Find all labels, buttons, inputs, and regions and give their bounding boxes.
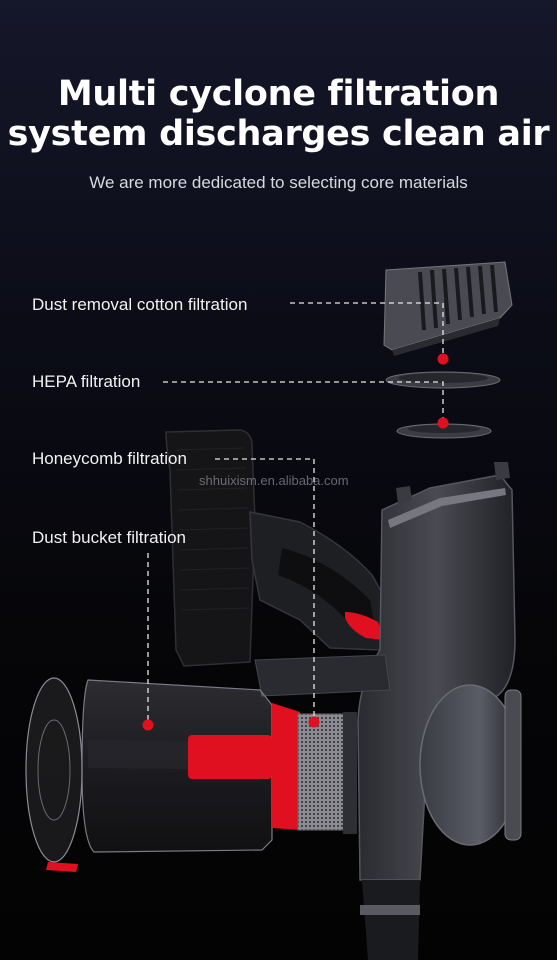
cotton-filter-cap <box>383 261 513 356</box>
title-line-2: system discharges clean air <box>7 114 550 154</box>
callout-label-cotton: Dust removal cotton filtration <box>32 295 248 314</box>
title-line-1: Multi cyclone filtration <box>57 74 500 114</box>
page-title: Multi cyclone filtration system discharg… <box>0 74 557 154</box>
watermark: shhuixism.en.alibaba.com <box>199 473 349 488</box>
page-subtitle: We are more dedicated to selecting core … <box>89 173 468 192</box>
callout-label-hepa: HEPA filtration <box>32 372 141 391</box>
callout-label-honeycomb: Honeycomb filtration <box>32 449 187 468</box>
callout-label-dust-bucket: Dust bucket filtration <box>32 528 187 547</box>
